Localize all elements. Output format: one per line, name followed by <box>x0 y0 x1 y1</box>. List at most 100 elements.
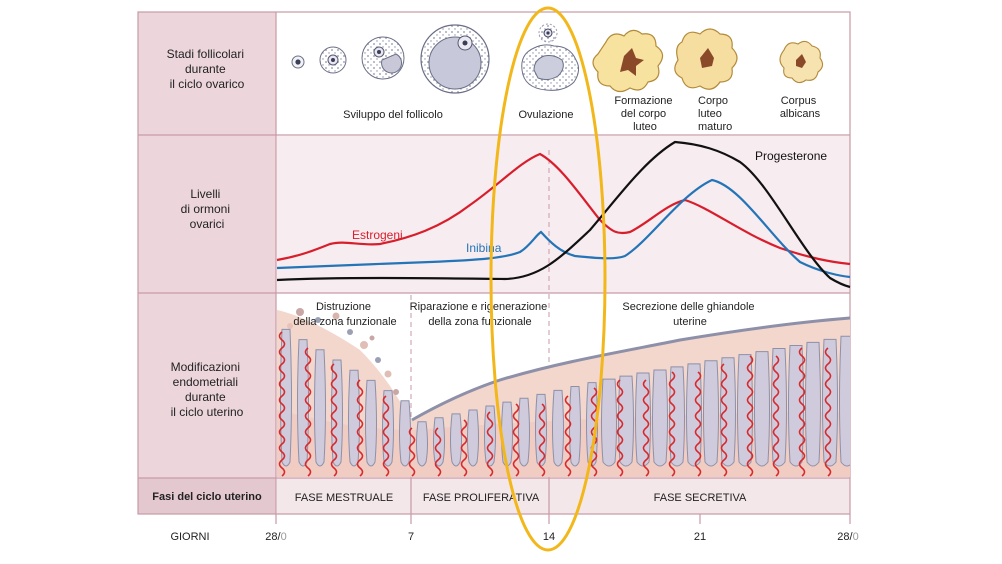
ovulation-illustration <box>521 23 580 91</box>
row-label-line: Livelli <box>190 187 220 201</box>
spiral-artery <box>512 403 520 477</box>
estrogen-label: Estrogeni <box>352 228 403 242</box>
spiral-artery <box>460 419 468 477</box>
ovulation-label: Ovulazione <box>518 109 573 121</box>
corpus-formation-line: del corpo <box>621 108 666 120</box>
gland <box>535 393 547 467</box>
corpus-luteum-mature-illustration <box>674 28 738 90</box>
destruction-label: Distruzione della zona funzionale <box>293 301 396 328</box>
gland <box>703 360 719 467</box>
day-tick-main: 28/ <box>265 531 281 543</box>
row-label-follicle: Stadi follicolari durante il ciclo ovari… <box>167 47 248 91</box>
gland <box>518 397 530 467</box>
row-label-endometrium: Modificazioni endometriali durante il ci… <box>171 360 244 419</box>
destruction-line: della zona funzionale <box>293 316 396 328</box>
corpus-formation-label: Formazione del corpo luteo <box>614 95 675 133</box>
corpus-albicans-label: Corpus albicans <box>780 95 821 120</box>
corpus-mature-line: maturo <box>698 121 732 133</box>
destruction-line: Distruzione <box>316 301 371 313</box>
gland <box>314 349 326 467</box>
day-tick-label: 28/0 <box>265 531 286 543</box>
corpus-albicans-illustration <box>779 40 824 84</box>
spiral-artery <box>772 355 780 477</box>
days-axis-label: GIORNI <box>170 531 209 543</box>
gland <box>635 372 651 467</box>
row-label-line: ovarici <box>190 217 225 231</box>
phase-header-label: Fasi del ciclo uterino <box>152 491 262 503</box>
gland <box>720 357 736 467</box>
gland <box>552 389 564 467</box>
spiral-artery <box>720 363 728 477</box>
repair-label: Riparazione e rigenerazione della zona f… <box>410 301 551 328</box>
corpus-mature-line: luteo <box>698 108 722 120</box>
spiral-artery <box>304 347 312 477</box>
follicle-development-illustration <box>291 24 490 94</box>
spiral-artery <box>434 427 442 477</box>
gland <box>686 363 702 467</box>
spiral-artery <box>746 355 754 477</box>
corpus-albicans-line: Corpus <box>781 95 817 107</box>
gland <box>450 413 462 467</box>
row-label-line: endometriali <box>173 375 238 389</box>
day-ticks <box>275 514 851 524</box>
gland <box>601 378 617 467</box>
repair-line: Riparazione e rigenerazione <box>410 301 548 313</box>
gland <box>501 401 513 467</box>
day-tick-sub: 0 <box>281 531 287 543</box>
gland <box>569 386 581 467</box>
phase-menstrual: FASE MESTRUALE <box>295 492 393 504</box>
spiral-artery <box>694 371 702 477</box>
corpus-mature-line: Corpo <box>698 95 728 107</box>
gland <box>280 328 292 467</box>
spiral-artery <box>824 347 832 477</box>
estrogen-curve <box>276 152 851 266</box>
corpus-formation-line: Formazione <box>614 95 672 107</box>
row-label-line: il ciclo ovarico <box>170 77 245 91</box>
spiral-artery <box>382 395 390 477</box>
day-tick-label: 28/0 <box>837 531 858 543</box>
gland <box>467 409 479 467</box>
corpus-mature-label: Corpo luteo maturo <box>698 95 732 133</box>
secretion-label: Secrezione delle ghiandole uterine <box>622 301 757 328</box>
row-label-panel <box>138 12 276 478</box>
gland <box>416 421 428 467</box>
gland <box>652 369 668 467</box>
gland <box>331 359 343 467</box>
phase-secretory: FASE SECRETIVA <box>654 492 747 504</box>
day-tick-label: 7 <box>408 531 414 543</box>
spiral-arteries <box>278 331 832 477</box>
phase-proliferative: FASE PROLIFERATIVA <box>423 492 540 504</box>
crumbling-tissue-fragments <box>287 308 399 395</box>
spiral-artery <box>408 427 416 477</box>
progesterone-curve <box>276 140 851 289</box>
corpus-luteum-formation-illustration <box>592 29 664 93</box>
spiral-artery <box>642 379 650 477</box>
secretion-line: Secrezione delle ghiandole <box>622 301 754 313</box>
row-label-line: durante <box>185 390 226 404</box>
spiral-artery <box>486 411 494 477</box>
follicle-development-label: Sviluppo del follicolo <box>343 109 443 121</box>
row-label-line: Modificazioni <box>171 360 240 374</box>
row-label-line: il ciclo uterino <box>171 405 244 419</box>
gland <box>788 344 804 467</box>
row-label-hormones: Livelli di ormoni ovarici <box>181 187 234 231</box>
secretion-line: uterine <box>673 316 707 328</box>
spiral-artery <box>616 379 624 477</box>
day-tick-sub: 0 <box>853 531 859 543</box>
spiral-artery <box>590 387 598 477</box>
endometrium-surface <box>411 316 850 422</box>
spiral-artery <box>330 363 338 477</box>
spiral-artery <box>278 331 286 477</box>
gland <box>754 351 770 467</box>
day-tick-label: 14 <box>543 531 555 543</box>
gland <box>365 379 377 467</box>
hormone-panel-bg <box>277 136 850 293</box>
repair-line: della zona funzionale <box>428 316 531 328</box>
phase-bar-bg <box>277 478 850 514</box>
inhibin-curve <box>276 178 851 279</box>
day-tick-main: 28/ <box>837 531 853 543</box>
gland <box>399 400 411 467</box>
spiral-artery <box>564 395 572 477</box>
spiral-artery <box>798 347 806 477</box>
